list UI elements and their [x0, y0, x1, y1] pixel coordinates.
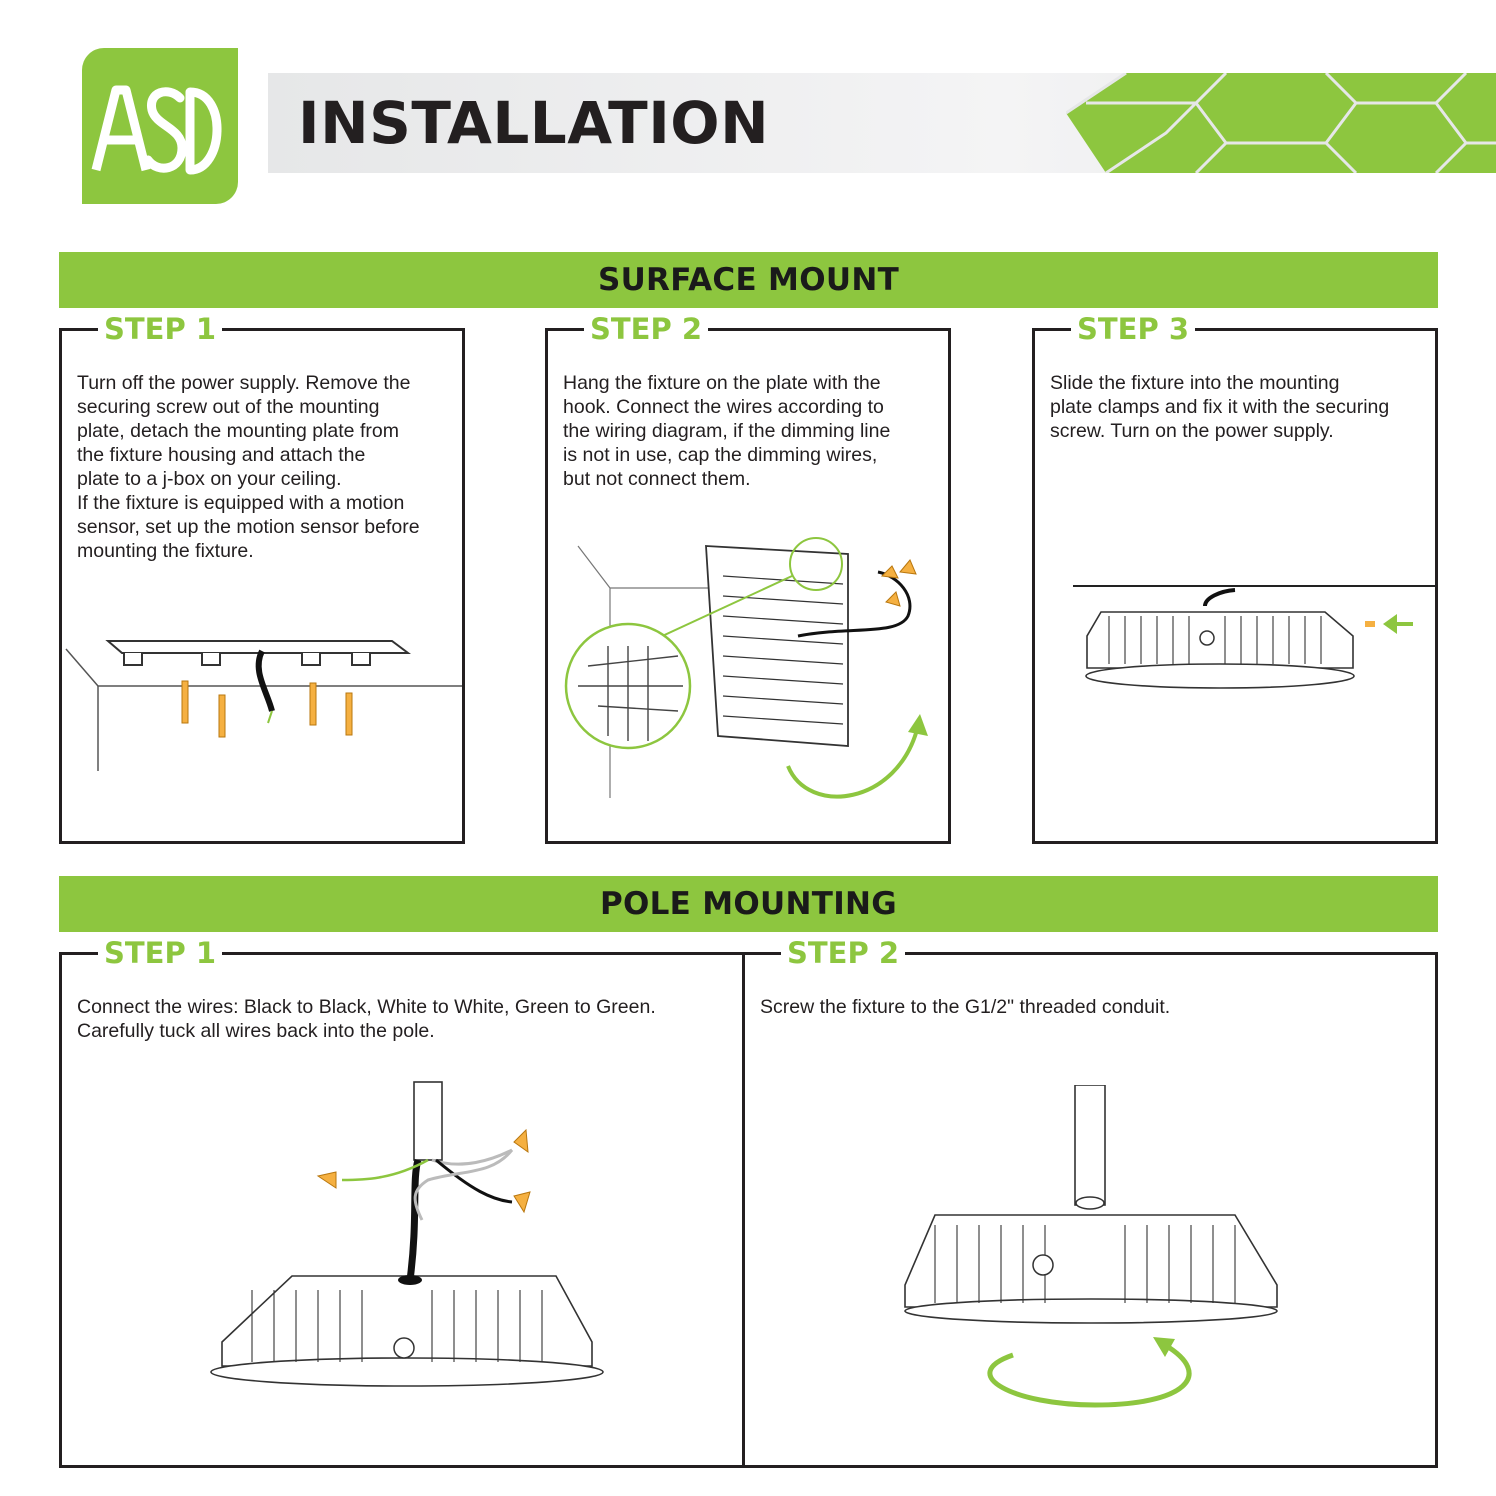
brand-logo — [82, 48, 238, 204]
page-title: INSTALLATION — [298, 89, 770, 157]
step-label: STEP 1 — [98, 933, 223, 973]
step-label: STEP 3 — [1071, 309, 1196, 349]
pole-wiring-illustration — [210, 1081, 604, 1387]
pole-mounting-title: POLE MOUNTING — [599, 886, 898, 922]
surface-mount-bar: SURFACE MOUNT — [59, 252, 1438, 308]
step-instructions: Turn off the power supply. Remove the se… — [77, 372, 420, 562]
step-label: STEP 1 — [98, 309, 223, 349]
step-instructions: Slide the fixture into the mounting plat… — [1050, 372, 1390, 442]
step-label: STEP 2 — [584, 309, 709, 349]
step-instructions: Hang the fixture on the plate with the h… — [563, 372, 891, 490]
hexagon-decoration-icon — [1066, 73, 1496, 173]
surface-mount-title: SURFACE MOUNT — [597, 262, 900, 298]
step-instructions: Screw the fixture to the G1/2" threaded … — [760, 996, 1171, 1018]
header-bar: INSTALLATION — [268, 73, 1496, 173]
slide-fixture-illustration — [1073, 585, 1435, 689]
step-label: STEP 2 — [781, 933, 906, 973]
step-instructions: Connect the wires: Black to Black, White… — [77, 996, 656, 1042]
conduit-screw-illustration — [904, 1085, 1278, 1408]
surface-step-1-box: STEP 1 Turn off the power supply. Remove… — [59, 309, 465, 844]
pole-mounting-bar: POLE MOUNTING — [59, 876, 1438, 932]
wiring-hang-illustration — [564, 537, 928, 799]
pole-step-2-box: STEP 2 Screw the fixture to the G1/2" th… — [742, 933, 1438, 1468]
pole-step-1-box: STEP 1 Connect the wires: Black to Black… — [59, 933, 745, 1468]
mounting-plate-illustration — [65, 640, 462, 771]
surface-step-2-box: STEP 2 Hang the fixture on the plate wit… — [545, 309, 951, 844]
asd-logo-mark — [91, 85, 222, 175]
surface-step-3-box: STEP 3 Slide the fixture into the mounti… — [1032, 309, 1438, 844]
